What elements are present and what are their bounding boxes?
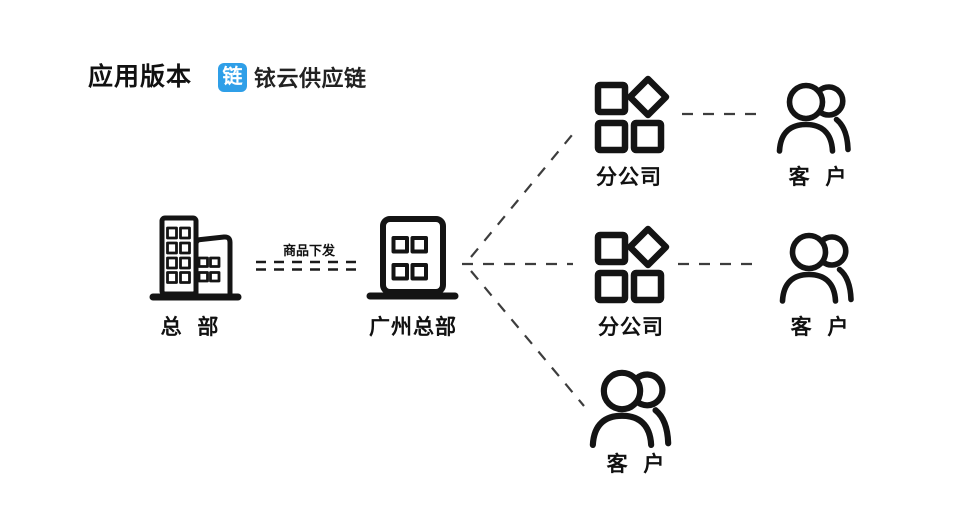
customers-icon-mid (783, 236, 852, 302)
brand-name: 铱云供应链 (254, 66, 367, 91)
page-title: 应用版本 (88, 63, 193, 91)
connector-gz-to-customer-bottom (470, 270, 585, 407)
gz-headquarters-building-icon (366, 216, 459, 300)
connector-hq-to-gz (256, 260, 361, 271)
node-label-customer-top: 客 户 (788, 166, 848, 189)
customers-icon-top (780, 86, 849, 152)
branch-grid-icon-top (598, 79, 666, 150)
chain-logo-icon: 链 (218, 62, 247, 92)
headquarters-buildings-icon (149, 215, 242, 301)
flow-label: 商品下发 (282, 243, 336, 258)
connector-gz-to-branch-top (470, 128, 578, 258)
node-label-gz-hq: 广州总部 (369, 316, 457, 339)
node-label-customer-mid: 客 户 (790, 316, 850, 339)
customers-icon-bottom (593, 373, 668, 445)
branch-grid-icon-mid (598, 229, 666, 300)
node-label-branch-top: 分公司 (596, 166, 662, 189)
node-label-hq: 总 部 (160, 316, 220, 339)
brand-logo: 链 铱云供应链 (218, 61, 367, 93)
node-label-customer-bottom: 客 户 (606, 453, 666, 476)
node-label-branch-mid: 分公司 (598, 316, 664, 339)
